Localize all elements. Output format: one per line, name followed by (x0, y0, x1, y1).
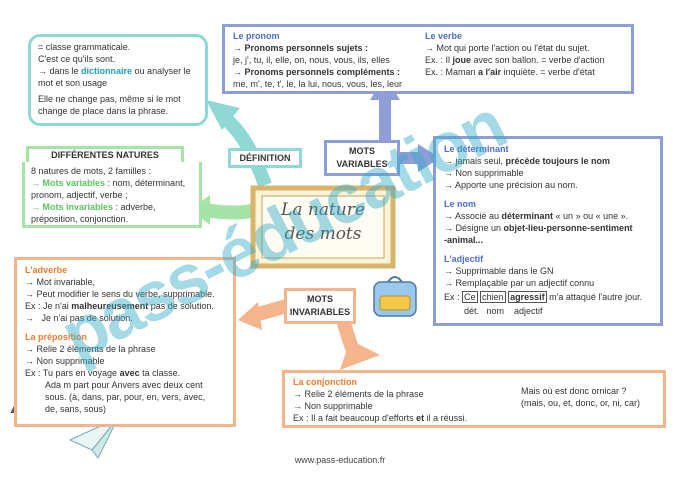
definition-line3: → dans le dictionnaire ou analyser le (38, 65, 198, 77)
nom-line1: → Associé au déterminant « un » ou « une… (444, 210, 652, 222)
pronom-title: Le pronom (233, 30, 402, 42)
definition-line4: mot et son usage (38, 77, 198, 89)
definition-line6: change de place dans la phrase. (38, 105, 198, 117)
conjonction-box: La conjonction → Relie 2 éléments de la … (282, 370, 666, 428)
nom-line3: -animal... (444, 234, 652, 246)
preposition-line6: de, sans, sous) (25, 403, 225, 415)
conjonction-title: La conjonction (293, 376, 467, 388)
adjectif-tags: dét. nom adjectif (444, 305, 652, 317)
mots-invariables-label: MOTS INVARIABLES (284, 288, 356, 324)
definition-box: = classe grammaticale. C'est ce qu'ils s… (28, 34, 208, 126)
pronom-section: Le pronom → Pronoms personnels sujets : … (233, 30, 402, 90)
definition-line1: = classe grammaticale. (38, 41, 198, 53)
verbe-line2: Ex. : Il joue avec son ballon. = verbe d… (425, 54, 605, 66)
natures-line2: → Mots variables : nom, déterminant, (31, 177, 193, 189)
natures-line5: préposition, conjonction. (31, 213, 193, 225)
definition-line5: Elle ne change pas, même si le mot (38, 93, 198, 105)
natures-line3: pronom, adjectif, verbe ; (31, 189, 193, 201)
natures-line4: → Mots invariables : adverbe, (31, 201, 193, 213)
adjectif-word-adj: agressif (508, 291, 547, 303)
arrow-adverbe-head (238, 302, 262, 330)
mnemonic-section: Mais où est donc ornicar ? (mais, ou, et… (521, 385, 640, 409)
verbe-title: Le verbe (425, 30, 605, 42)
pronom-heading1: → Pronoms personnels sujets : (233, 42, 402, 54)
preposition-line2: → Non supprimable (25, 355, 225, 367)
natures-line1: 8 natures de mots, 2 familles : (31, 165, 193, 177)
pronom-heading2: → Pronoms personnels compléments : (233, 66, 402, 78)
conjonction-section: La conjonction → Relie 2 éléments de la … (293, 376, 467, 424)
pronom-line1: je, j', tu, il, elle, on, nous, vous, il… (233, 54, 402, 66)
nom-line2: → Désigne un objet-lieu-personne-sentime… (444, 222, 652, 234)
mnemonic-line1: Mais où est donc ornicar ? (521, 385, 640, 397)
adjectif-word-det: Ce (462, 291, 478, 303)
preposition-line5: sous. (à, dans, par, pour, en, vers, ave… (25, 391, 225, 403)
adjectif-example: Ex : Ce chien agressif m'a attaqué l'aut… (444, 291, 652, 303)
verbe-section: Le verbe → Mot qui porte l'action ou l'é… (425, 30, 605, 78)
nom-title: Le nom (444, 198, 652, 210)
schoolbag-icon (374, 277, 416, 316)
pronom-line2: me, m', te, t', le, la lui, nous, vous, … (233, 78, 402, 90)
preposition-line3: Ex : Tu pars en voyage avec ta classe. (25, 367, 225, 379)
conjonction-line1: → Relie 2 éléments de la phrase (293, 388, 467, 400)
adjectif-title: L'adjectif (444, 253, 652, 265)
footer-url: www.pass-education.fr (0, 455, 680, 465)
mnemonic-line2: (mais, ou, et, donc, or, ni, car) (521, 397, 640, 409)
preposition-line4: Ada m part pour Anvers avec deux cent (25, 379, 225, 391)
adjectif-line2: → Remplaçable par un adjectif connu (444, 277, 652, 289)
adjectif-word-nom: chien (480, 291, 506, 303)
conjonction-line3: Ex : Il a fait beaucoup d'efforts et il … (293, 412, 467, 424)
definition-label: DÉFINITION (228, 148, 302, 168)
conjonction-line2: → Non supprimable (293, 400, 467, 412)
verbe-line1: → Mot qui porte l'action ou l'état du su… (425, 42, 605, 54)
verbe-line3: Ex. : Maman a l'air inquiète. = verbe d'… (425, 66, 605, 78)
definition-keyword: dictionnaire (81, 66, 132, 76)
pronom-verbe-box: Le pronom → Pronoms personnels sujets : … (222, 24, 634, 94)
definition-line2: C'est ce qu'ils sont. (38, 53, 198, 65)
adjectif-line1: → Supprimable dans le GN (444, 265, 652, 277)
natures-box: 8 natures de mots, 2 familles : → Mots v… (22, 162, 202, 228)
determinant-line3: → Apporte une précision au nom. (444, 179, 652, 191)
